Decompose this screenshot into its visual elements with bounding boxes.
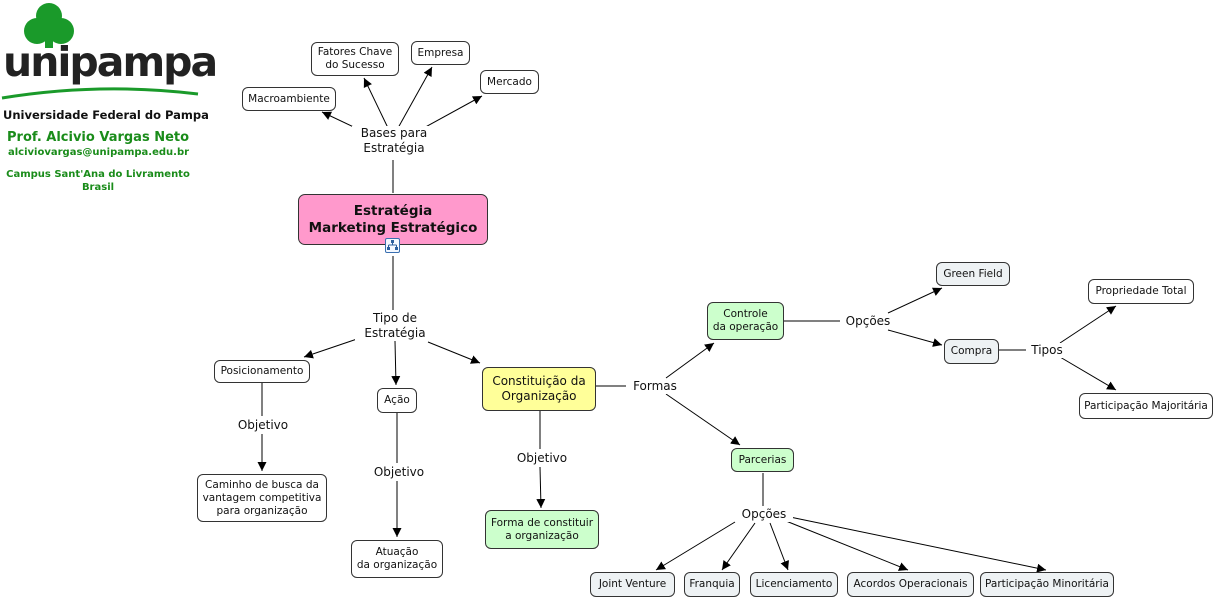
node-controle[interactable]: Controle da operação <box>707 302 784 340</box>
brand-wordmark: unipampa <box>3 38 218 86</box>
node-acordos-operacionais[interactable]: Acordos Operacionais <box>847 572 974 597</box>
formas-label: Formas <box>626 379 684 394</box>
country-line: Brasil <box>81 182 115 193</box>
controle-label: Controle da operação <box>712 308 779 333</box>
acao-label: Ação <box>384 394 410 406</box>
majoritaria-label: Participação Majoritária <box>1084 399 1208 412</box>
node-posicionamento[interactable]: Posicionamento <box>214 360 310 383</box>
parcerias-label: Parcerias <box>738 453 787 466</box>
campus-info: Campus Sant'Ana do Livramento Brasil <box>0 168 196 194</box>
posicionamento-label: Posicionamento <box>220 365 304 377</box>
node-caminho[interactable]: Caminho de busca da vantagem competitiva… <box>197 474 327 522</box>
root-label: Estratégia Marketing Estratégico <box>308 202 478 236</box>
node-fatores-chave[interactable]: Fatores Chave do Sucesso <box>311 42 399 76</box>
node-participacao-majoritaria[interactable]: Participação Majoritária <box>1079 393 1213 419</box>
joint-venture-label: Joint Venture <box>598 578 667 590</box>
node-licenciamento[interactable]: Licenciamento <box>750 572 838 597</box>
opcoes-label-1: Opções <box>840 314 896 329</box>
licenciamento-label: Licenciamento <box>755 578 833 590</box>
node-atuacao[interactable]: Atuação da organização <box>351 540 443 578</box>
tree-icon <box>24 3 74 48</box>
green-field-label: Green Field <box>943 267 1003 280</box>
compra-label: Compra <box>950 345 993 357</box>
objetivo-label-2: Objetivo <box>365 465 433 480</box>
unipampa-logo: unipampa <box>0 0 218 200</box>
atuacao-label: Atuação da organização <box>356 546 438 571</box>
objetivo-label-1: Objetivo <box>230 418 296 433</box>
professor-name: Prof. Alcivio Vargas Neto <box>7 130 190 145</box>
acordos-label: Acordos Operacionais <box>853 578 968 590</box>
constituicao-label: Constituição da Organização <box>492 374 586 403</box>
node-acao[interactable]: Ação <box>377 388 417 413</box>
node-mercado[interactable]: Mercado <box>480 70 539 94</box>
objetivo-label-3: Objetivo <box>508 451 576 466</box>
brand-swoosh <box>1 87 199 100</box>
empresa-label: Empresa <box>417 46 464 59</box>
node-joint-venture[interactable]: Joint Venture <box>590 572 675 597</box>
node-green-field[interactable]: Green Field <box>936 262 1010 286</box>
node-constituicao[interactable]: Constituição da Organização <box>482 367 596 411</box>
hierarchy-icon <box>387 240 398 250</box>
node-forma-constituir[interactable]: Forma de constituir a organização <box>485 510 599 549</box>
node-macroambiente[interactable]: Macroambiente <box>242 87 336 111</box>
bases-label: Bases para Estratégia <box>352 126 436 156</box>
concept-map-link-icon[interactable] <box>385 238 400 253</box>
macroambiente-label: Macroambiente <box>248 92 330 105</box>
mercado-label: Mercado <box>487 75 532 88</box>
opcoes-label-2: Opções <box>735 507 793 522</box>
node-propriedade-total[interactable]: Propriedade Total <box>1088 279 1194 304</box>
campus-line: Campus Sant'Ana do Livramento <box>6 169 190 180</box>
minoritaria-label: Participação Minoritária <box>985 578 1109 590</box>
caminho-label: Caminho de busca da vantagem competitiva… <box>202 478 322 517</box>
node-franquia[interactable]: Franquia <box>684 572 740 597</box>
franquia-label: Franquia <box>689 578 735 590</box>
university-name: Universidade Federal do Pampa <box>3 108 209 122</box>
propriedade-label: Propriedade Total <box>1095 285 1187 297</box>
node-empresa[interactable]: Empresa <box>411 41 470 65</box>
node-parcerias[interactable]: Parcerias <box>731 448 794 472</box>
node-compra[interactable]: Compra <box>944 339 999 364</box>
node-participacao-minoritaria[interactable]: Participação Minoritária <box>980 572 1114 597</box>
professor-email: alciviovargas@unipampa.edu.br <box>8 147 190 158</box>
tipo-label: Tipo de Estratégia <box>355 311 435 341</box>
forma-constituir-label: Forma de constituir a organização <box>490 516 594 542</box>
fatores-label: Fatores Chave do Sucesso <box>317 46 393 71</box>
tipos-label: Tipos <box>1026 343 1068 358</box>
